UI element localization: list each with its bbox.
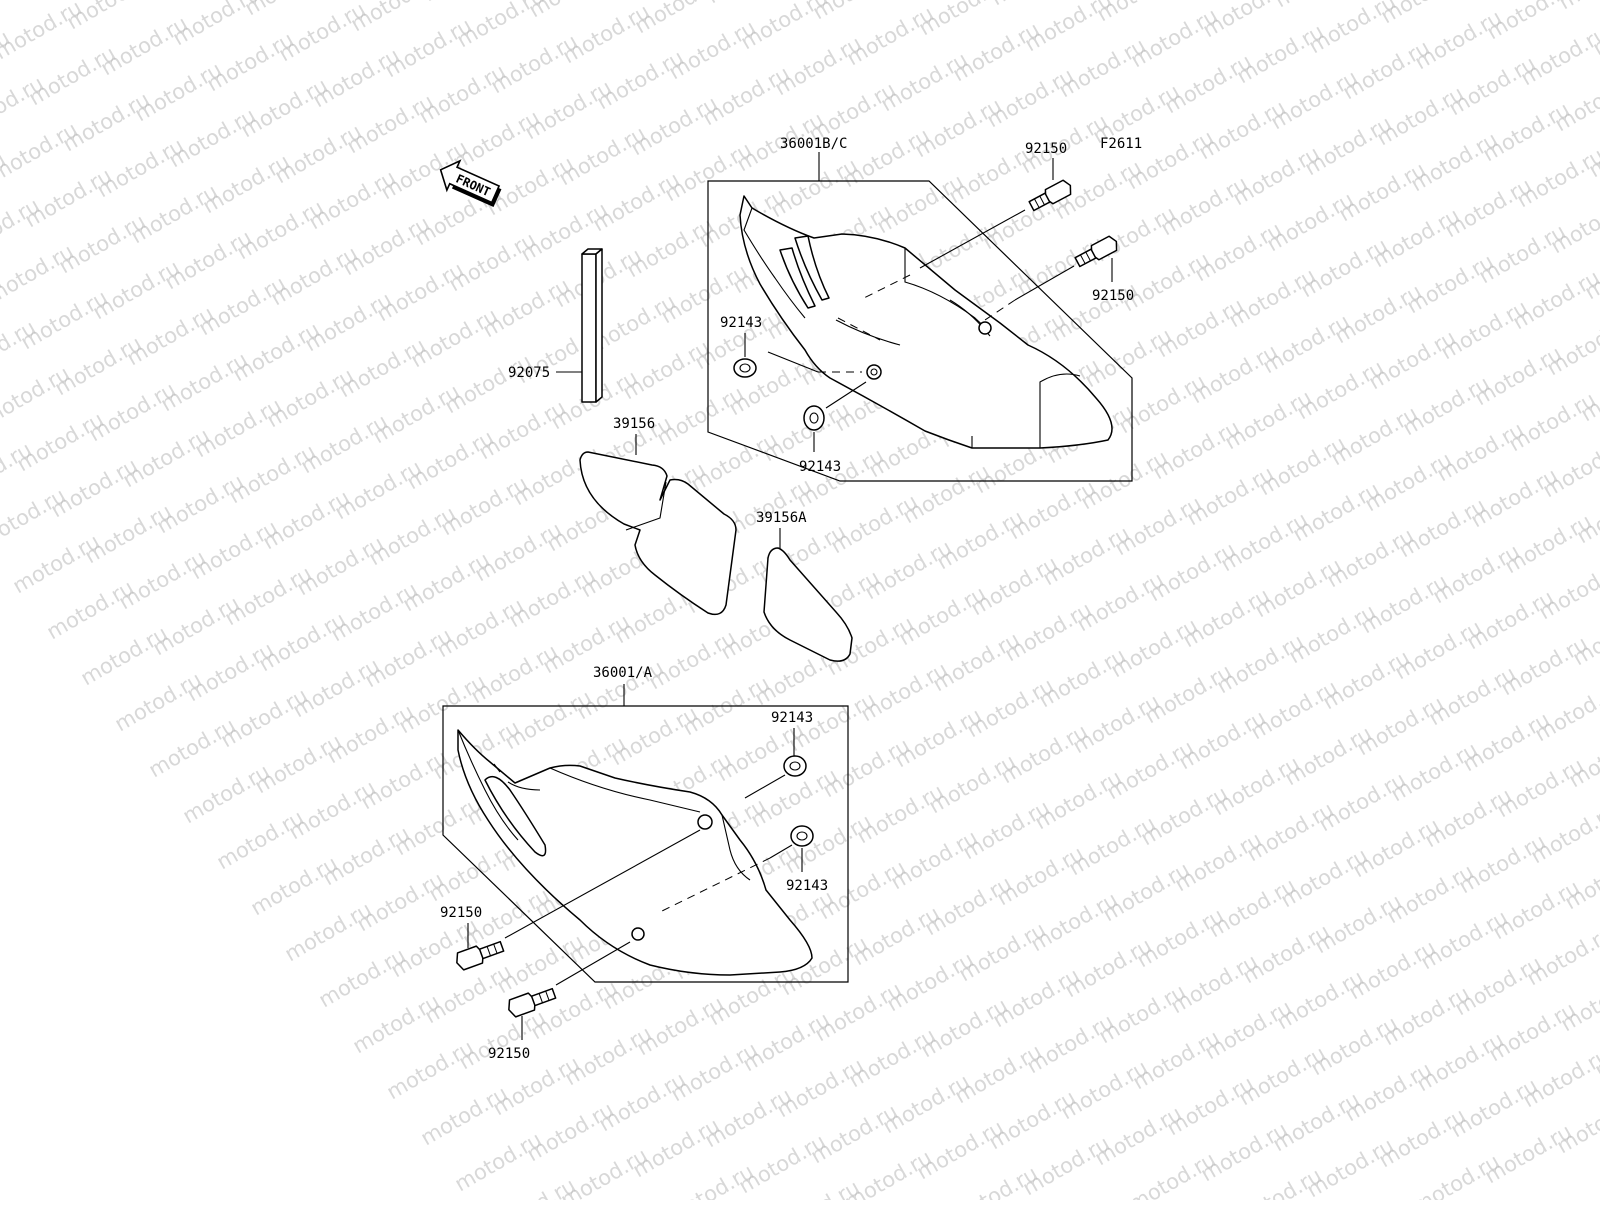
- callout-36001a: 36001/A: [593, 665, 653, 681]
- pad-92075: [582, 249, 602, 402]
- grommet-lower-top-icon: [784, 756, 806, 776]
- watermark-text: motod.ru: [1555, 0, 1600, 14]
- watermark-text: motod.ru: [809, 0, 904, 24]
- lower-side-cover: [458, 730, 812, 975]
- callout-39156: 39156: [613, 416, 655, 432]
- callout-92143-lower-bottom: 92143: [786, 878, 828, 894]
- callout-92143-lower-top: 92143: [771, 710, 813, 726]
- grommet-upper-bottom-icon: [804, 406, 824, 430]
- watermark-text: motod.ru: [63, 0, 158, 34]
- callout-92150-lower-bottom: 92150: [488, 1046, 530, 1062]
- callout-36001bc: 36001B/C: [780, 136, 847, 152]
- callout-92150-upper-top: 92150: [1025, 141, 1067, 157]
- callout-92075: 92075: [508, 365, 550, 381]
- callout-92143-upper-left: 92143: [720, 315, 762, 331]
- watermark-text: motod.ru: [1377, 0, 1472, 28]
- watermark-text: motod.ru: [1093, 0, 1188, 26]
- callout-92150-lower-left: 92150: [440, 905, 482, 921]
- grommet-upper-left-icon: [734, 359, 756, 377]
- callout-39156a: 39156A: [756, 510, 807, 526]
- callout-92143-upper-bottom: 92143: [799, 459, 841, 475]
- grommet-lower-bottom-icon: [791, 826, 813, 846]
- watermark-text: motod.ru: [525, 0, 620, 22]
- callout-92150-upper-right: 92150: [1092, 288, 1134, 304]
- diagram-code: F2611: [1100, 136, 1142, 152]
